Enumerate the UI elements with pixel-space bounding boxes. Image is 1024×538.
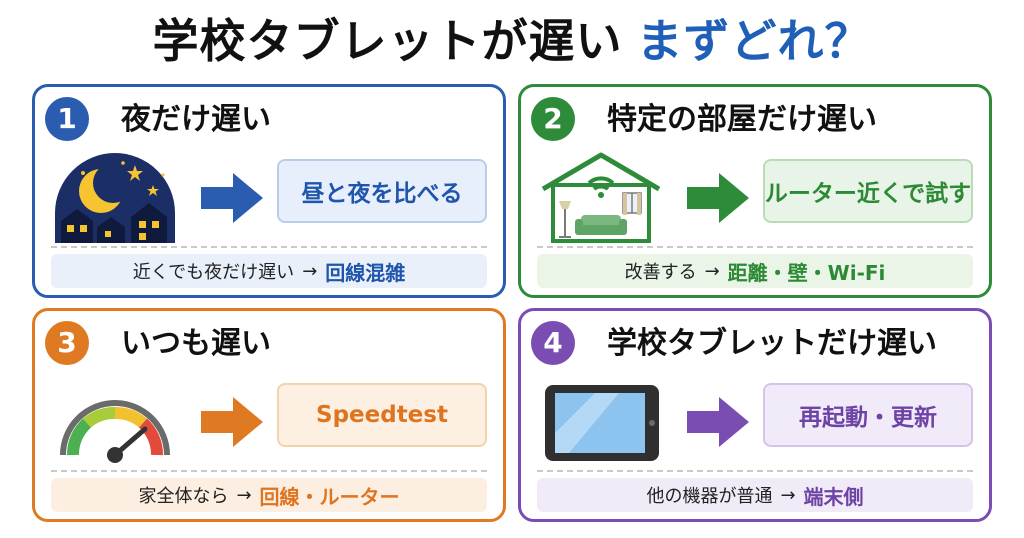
- dashed-divider: [537, 470, 973, 472]
- dashed-divider: [537, 246, 973, 248]
- card-heading: いつも遅い: [121, 326, 271, 361]
- title-accent: まずどれ？: [636, 14, 872, 68]
- speedometer-icon: [60, 400, 170, 463]
- dashed-divider: [51, 246, 487, 248]
- step-number-badge: 3: [45, 321, 89, 365]
- hint-arrow: →: [236, 484, 252, 506]
- card-heading: 特定の部屋だけ遅い: [607, 102, 877, 137]
- title-main: 学校タブレットが遅い: [152, 14, 623, 68]
- action-box: 再起動・更新: [763, 383, 973, 447]
- action-box: ルーター近くで試す: [763, 159, 973, 223]
- card-always-slow: 3 いつも遅い Speedtest 家全体なら → 回線・ルーター: [32, 308, 506, 522]
- page-title: 学校タブレットが遅いまずどれ？: [0, 6, 1024, 76]
- hint-bar: 改善する → 距離・壁・Wi-Fi: [537, 254, 973, 288]
- step-number-badge: 4: [531, 321, 575, 365]
- step-number-badge: 2: [531, 97, 575, 141]
- hint-text: 近くでも夜だけ遅い: [132, 262, 295, 283]
- hint-cause: 端末側: [803, 484, 864, 509]
- dashed-divider: [51, 470, 487, 472]
- card-room-slow: 2 特定の部屋だけ遅い ルーター近くで試す 改善する → 距離・壁・Wi-Fi: [518, 84, 992, 298]
- moon-night-houses-icon: [55, 153, 175, 243]
- hint-arrow: →: [704, 260, 720, 282]
- hint-text: 改善する: [624, 262, 697, 283]
- step-number-badge: 1: [45, 97, 89, 141]
- card-heading: 学校タブレットだけ遅い: [607, 326, 937, 361]
- card-night-slow: 1 夜だけ遅い 昼と夜を比べる 近くでも夜だけ遅い → 回線混雑: [32, 84, 506, 298]
- hint-bar: 他の機器が普通 → 端末側: [537, 478, 973, 512]
- card-tablet-only-slow: 4 学校タブレットだけ遅い 再起動・更新 他の機器が普通 → 端末側: [518, 308, 992, 522]
- action-box: 昼と夜を比べる: [277, 159, 487, 223]
- hint-arrow: →: [302, 260, 318, 282]
- hint-text: 他の機器が普通: [646, 486, 773, 507]
- hint-arrow: →: [780, 484, 796, 506]
- tablet-icon: [545, 385, 659, 461]
- action-box: Speedtest: [277, 383, 487, 447]
- hint-text: 家全体なら: [138, 486, 229, 507]
- hint-bar: 近くでも夜だけ遅い → 回線混雑: [51, 254, 487, 288]
- arrow-right-icon: [201, 173, 263, 223]
- card-heading: 夜だけ遅い: [121, 102, 271, 137]
- arrow-right-icon: [687, 397, 749, 447]
- hint-cause: 回線・ルーター: [259, 484, 400, 509]
- arrow-right-icon: [201, 397, 263, 447]
- hint-cause: 回線混雑: [325, 260, 406, 285]
- arrow-right-icon: [687, 173, 749, 223]
- house-wifi-room-icon: [541, 152, 661, 243]
- hint-bar: 家全体なら → 回線・ルーター: [51, 478, 487, 512]
- hint-cause: 距離・壁・Wi-Fi: [727, 260, 886, 285]
